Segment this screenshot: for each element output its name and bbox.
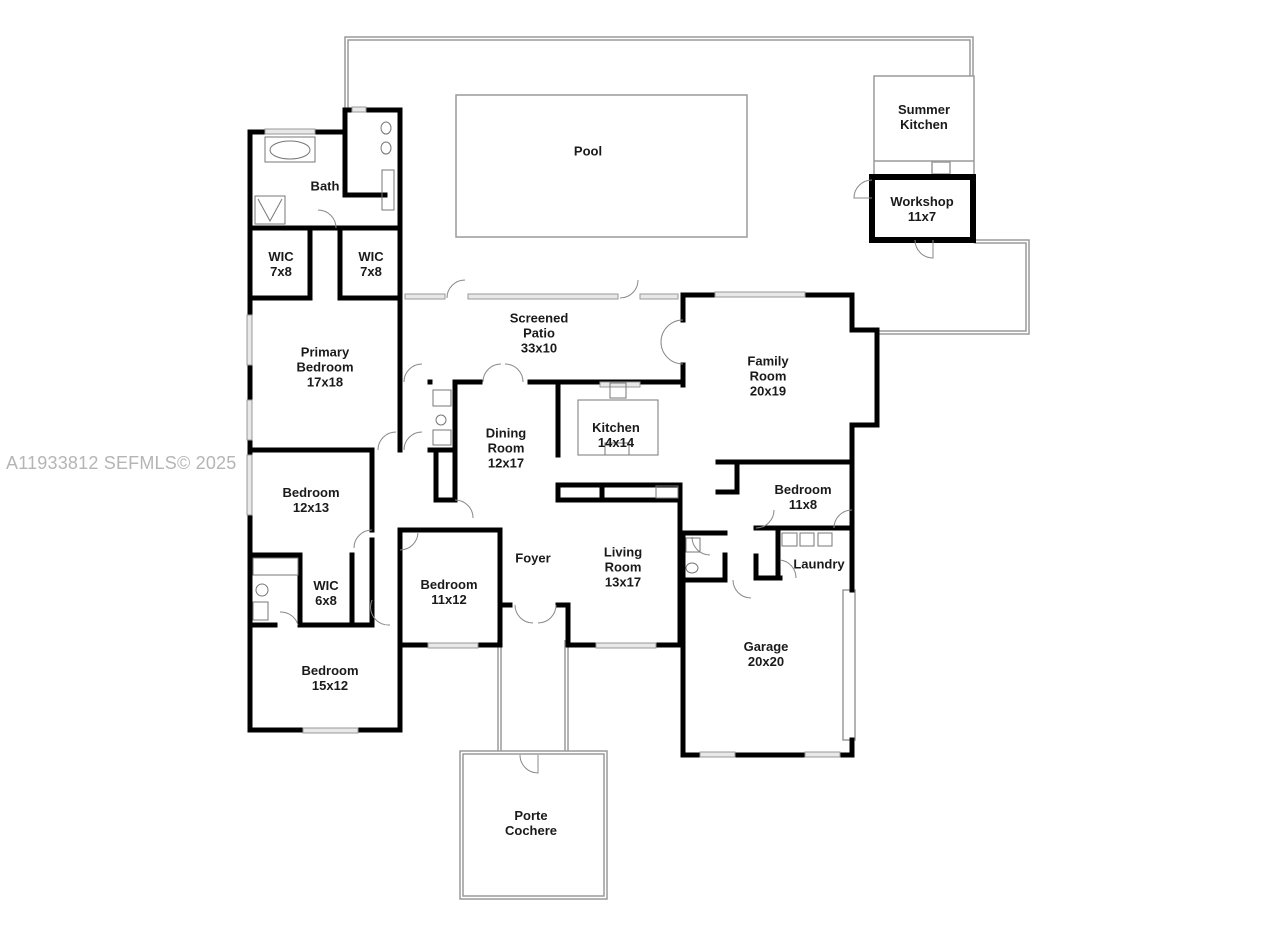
- room-name: Bedroom: [301, 663, 359, 678]
- room-dimensions: 7x8: [360, 264, 382, 279]
- room-name: Workshop: [890, 194, 954, 209]
- room-label-laundry: Laundry: [793, 557, 844, 572]
- room-dimensions: 11x12: [431, 592, 467, 607]
- room-dimensions: 17x18: [306, 374, 344, 390]
- room-dimensions: 11x8: [788, 497, 818, 512]
- room-name: Foyer: [515, 550, 551, 566]
- room-name: Bedroom: [774, 482, 832, 497]
- room-dimensions: 6x8: [315, 593, 337, 608]
- room-label-bedroom-12x13: Bedroom 12x13: [282, 485, 339, 515]
- room-dimensions: 14x14: [597, 435, 635, 450]
- terrace-outline: [875, 239, 1030, 335]
- room-name: WIC: [268, 249, 294, 264]
- room-label-garage: Garage 20x20: [744, 639, 789, 669]
- room-name: Screened: [509, 310, 569, 326]
- room-name: Room: [749, 368, 787, 384]
- room-dimensions: 20x19: [749, 383, 787, 399]
- room-name: WIC: [358, 249, 384, 264]
- garage-door: [842, 589, 856, 741]
- room-name: Primary: [300, 344, 350, 360]
- room-name: WIC: [313, 578, 339, 593]
- pool-outline: [455, 94, 748, 238]
- room-label-bedroom-11x12: Bedroom 11x12: [420, 577, 477, 607]
- room-name: Living: [603, 544, 643, 560]
- door-swings: [279, 179, 934, 774]
- pool-deck-outline: [344, 36, 974, 108]
- room-name: Kitchen: [592, 420, 640, 435]
- room-label-workshop: Workshop 11x7: [890, 194, 953, 224]
- room-name: Garage: [743, 639, 789, 654]
- room-dimensions: 7x8: [270, 264, 292, 279]
- room-name: Patio: [523, 325, 555, 341]
- room-label-living-room: Living Room 13x17: [604, 545, 642, 590]
- room-dimensions: 11x7: [907, 209, 937, 224]
- porte-cochere-outline: [459, 750, 608, 900]
- room-name: Bedroom: [296, 359, 354, 375]
- room-name: Bedroom: [282, 485, 340, 500]
- room-name: Porte: [514, 808, 548, 823]
- room-dimensions: 20x20: [747, 654, 785, 669]
- room-label-wic-left: WIC 7x8: [268, 249, 293, 279]
- room-label-bath: Bath: [311, 179, 340, 194]
- room-label-foyer: Foyer: [515, 551, 550, 566]
- outdoor-outlines: [344, 36, 1030, 900]
- room-label-pool: Pool: [574, 144, 602, 159]
- windows: [246, 106, 841, 758]
- room-name: Kitchen: [900, 117, 948, 132]
- room-label-wic-right: WIC 7x8: [358, 249, 383, 279]
- mls-watermark: A11933812 SEFMLS© 2025: [6, 453, 237, 473]
- room-dimensions: 13x17: [604, 574, 642, 590]
- room-label-kitchen: Kitchen 14x14: [592, 420, 640, 450]
- room-label-dining-room: Dining Room 12x17: [486, 426, 526, 471]
- room-dimensions: 12x13: [292, 500, 330, 515]
- room-label-screened-patio: Screened Patio 33x10: [510, 311, 569, 356]
- room-label-porte-cochere: Porte Cochere: [505, 808, 557, 838]
- room-label-bedroom-15x12: Bedroom 15x12: [301, 663, 358, 693]
- shower: [254, 195, 286, 225]
- room-name: Bedroom: [420, 577, 478, 592]
- room-name: Room: [604, 559, 642, 575]
- room-label-bedroom-11x8: Bedroom 11x8: [774, 482, 831, 512]
- room-name: Summer: [897, 102, 951, 117]
- room-name: Dining: [485, 425, 527, 441]
- room-name: Room: [487, 440, 525, 456]
- room-name: Pool: [573, 143, 603, 159]
- room-label-family-room: Family Room 20x19: [747, 354, 788, 399]
- room-name: Family: [747, 353, 789, 369]
- room-name: Cochere: [504, 823, 558, 838]
- room-dimensions: 33x10: [520, 340, 558, 356]
- room-label-summer-kitchen: Summer Kitchen: [898, 102, 950, 132]
- fixtures: [252, 121, 833, 621]
- room-name: Laundry: [793, 556, 845, 572]
- bathtub: [269, 140, 311, 160]
- room-dimensions: 12x17: [487, 455, 525, 471]
- room-label-wic-6x8: WIC 6x8: [313, 578, 338, 608]
- room-label-primary-bedroom: Primary Bedroom 17x18: [296, 345, 353, 390]
- room-dimensions: 15x12: [311, 678, 349, 693]
- room-name: Bath: [310, 178, 340, 194]
